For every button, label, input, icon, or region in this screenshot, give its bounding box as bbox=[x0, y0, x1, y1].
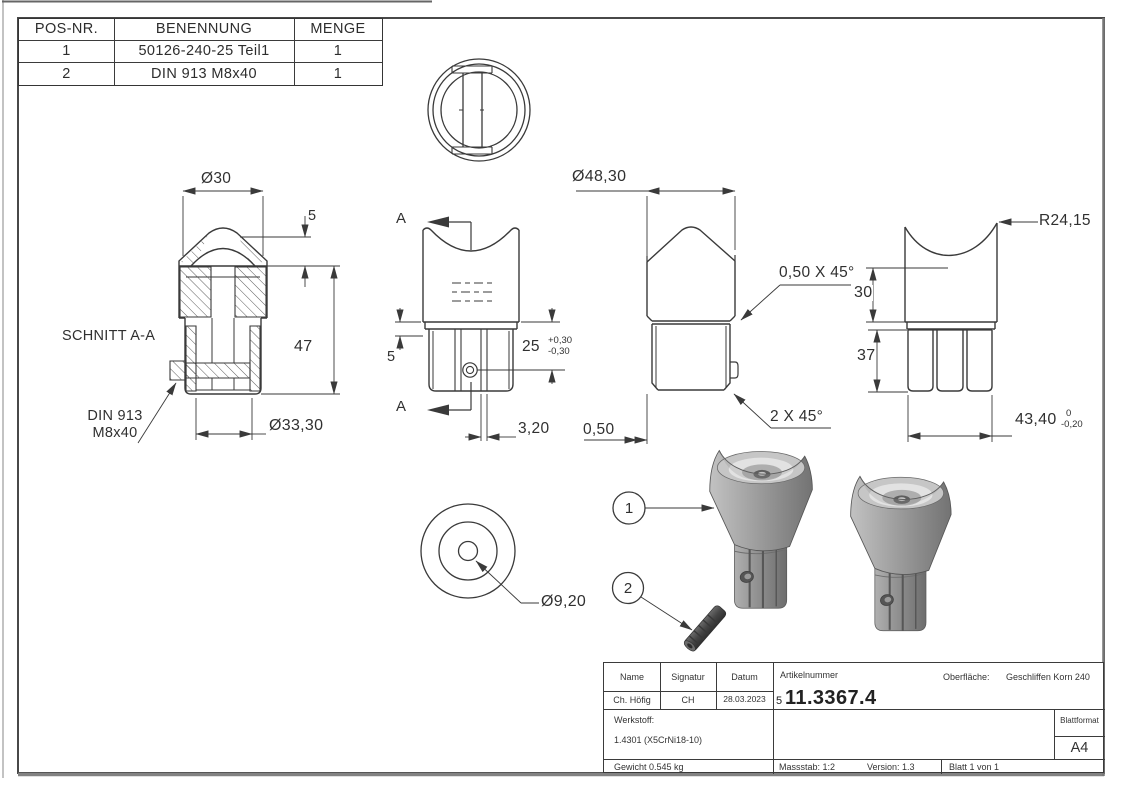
table-cell: 1 bbox=[333, 66, 343, 82]
section-arrow-letter-top: A bbox=[396, 210, 407, 227]
dim-dia33-30: Ø33,30 bbox=[269, 417, 324, 434]
parts-table-header-qty: MENGE bbox=[310, 21, 366, 37]
dim-dia9-20: Ø9,20 bbox=[541, 593, 587, 610]
dim-25-tol-plus: +0,30 bbox=[547, 335, 574, 346]
artikelnummer-prefix: 5 bbox=[776, 695, 783, 707]
dim-3-20: 3,20 bbox=[518, 420, 550, 437]
dim-0-50-gap: 0,50 bbox=[583, 421, 615, 438]
view-section-a-a bbox=[137, 187, 340, 444]
section-arrow-letter-bottom: A bbox=[396, 398, 407, 415]
parts-table-header-pos: POS-NR. bbox=[34, 21, 99, 37]
oberflaeche-value: Geschliffen Korn 240 bbox=[1006, 672, 1090, 682]
table-cell: 1 bbox=[333, 43, 343, 59]
balloon-1-number: 1 bbox=[624, 500, 634, 517]
render-part-isometric-2 bbox=[849, 475, 953, 632]
chamfer-2x45: 2 X 45° bbox=[770, 408, 824, 425]
dim-30: 30 bbox=[853, 284, 874, 301]
oberflaeche-label: Oberfläche: bbox=[943, 672, 990, 682]
din913-leader-label-line1: DIN 913 bbox=[87, 408, 143, 424]
gewicht-value: Gewicht 0.545 kg bbox=[614, 762, 684, 772]
render-set-screw bbox=[683, 605, 727, 652]
dim-43-40-tol-upper: 0 bbox=[1066, 408, 1072, 419]
table-cell: DIN 913 M8x40 bbox=[151, 66, 257, 82]
signatur-value: CH bbox=[681, 695, 695, 705]
dim-25: 25 bbox=[521, 338, 541, 355]
view-top-circular bbox=[427, 58, 531, 162]
artikelnummer-label: Artikelnummer bbox=[780, 670, 839, 680]
dim-43-40: 43,40 bbox=[1015, 411, 1057, 428]
signatur-label: Signatur bbox=[671, 672, 705, 682]
version-value: Version: 1.3 bbox=[867, 762, 915, 772]
werkstoff-value: 1.4301 (X5CrNi18-10) bbox=[614, 735, 703, 745]
dim-dia48-30: Ø48,30 bbox=[572, 168, 627, 185]
dim-47: 47 bbox=[293, 338, 314, 355]
blatt-value: Blatt 1 von 1 bbox=[949, 762, 1000, 772]
view-rear bbox=[866, 218, 1038, 442]
blattformat-label: Blattformat bbox=[1060, 716, 1099, 725]
view-bottom-circular bbox=[420, 503, 539, 604]
view-front bbox=[395, 216, 565, 441]
dim-43-40-tol-lower: -0,20 bbox=[1061, 419, 1083, 430]
werkstoff-label: Werkstoff: bbox=[614, 715, 655, 725]
dim-37: 37 bbox=[856, 347, 877, 364]
table-cell: 2 bbox=[62, 66, 71, 82]
name-label: Name bbox=[619, 672, 644, 682]
table-cell: 1 bbox=[62, 43, 71, 59]
dim-dia30: Ø30 bbox=[201, 170, 232, 187]
page-frame bbox=[2, 0, 1105, 778]
render-part-isometric-1 bbox=[708, 449, 814, 610]
dim-5-front: 5 bbox=[387, 349, 396, 365]
chamfer-0-50x45: 0,50 X 45° bbox=[779, 264, 855, 281]
blattformat-value: A4 bbox=[1070, 740, 1089, 756]
section-view-label: SCHNITT A-A bbox=[62, 328, 156, 344]
balloon-callouts bbox=[611, 491, 715, 631]
din913-leader-label-line2: M8x40 bbox=[92, 425, 138, 441]
parts-table: POS-NR. BENENNUNG MENGE 1 50126-240-25 T… bbox=[18, 18, 383, 86]
dim-r24-15: R24,15 bbox=[1039, 212, 1091, 229]
dim-5-section: 5 bbox=[308, 208, 317, 224]
name-value: Ch. Höfig bbox=[613, 695, 651, 705]
parts-table-header-name: BENENNUNG bbox=[155, 21, 253, 37]
massstab-value: Massstab: 1:2 bbox=[779, 762, 836, 772]
datum-value: 28.03.2023 bbox=[723, 694, 766, 704]
dim-25-tol-minus: -0,30 bbox=[547, 346, 571, 357]
view-side bbox=[576, 187, 851, 444]
balloon-2-number: 2 bbox=[623, 580, 633, 597]
datum-label: Datum bbox=[731, 672, 758, 682]
table-cell: 50126-240-25 Teil1 bbox=[138, 43, 270, 59]
title-block: Name Signatur Datum Ch. Höfig CH 28.03.2… bbox=[603, 662, 1105, 774]
artikelnummer-value: 11.3367.4 bbox=[785, 687, 877, 709]
